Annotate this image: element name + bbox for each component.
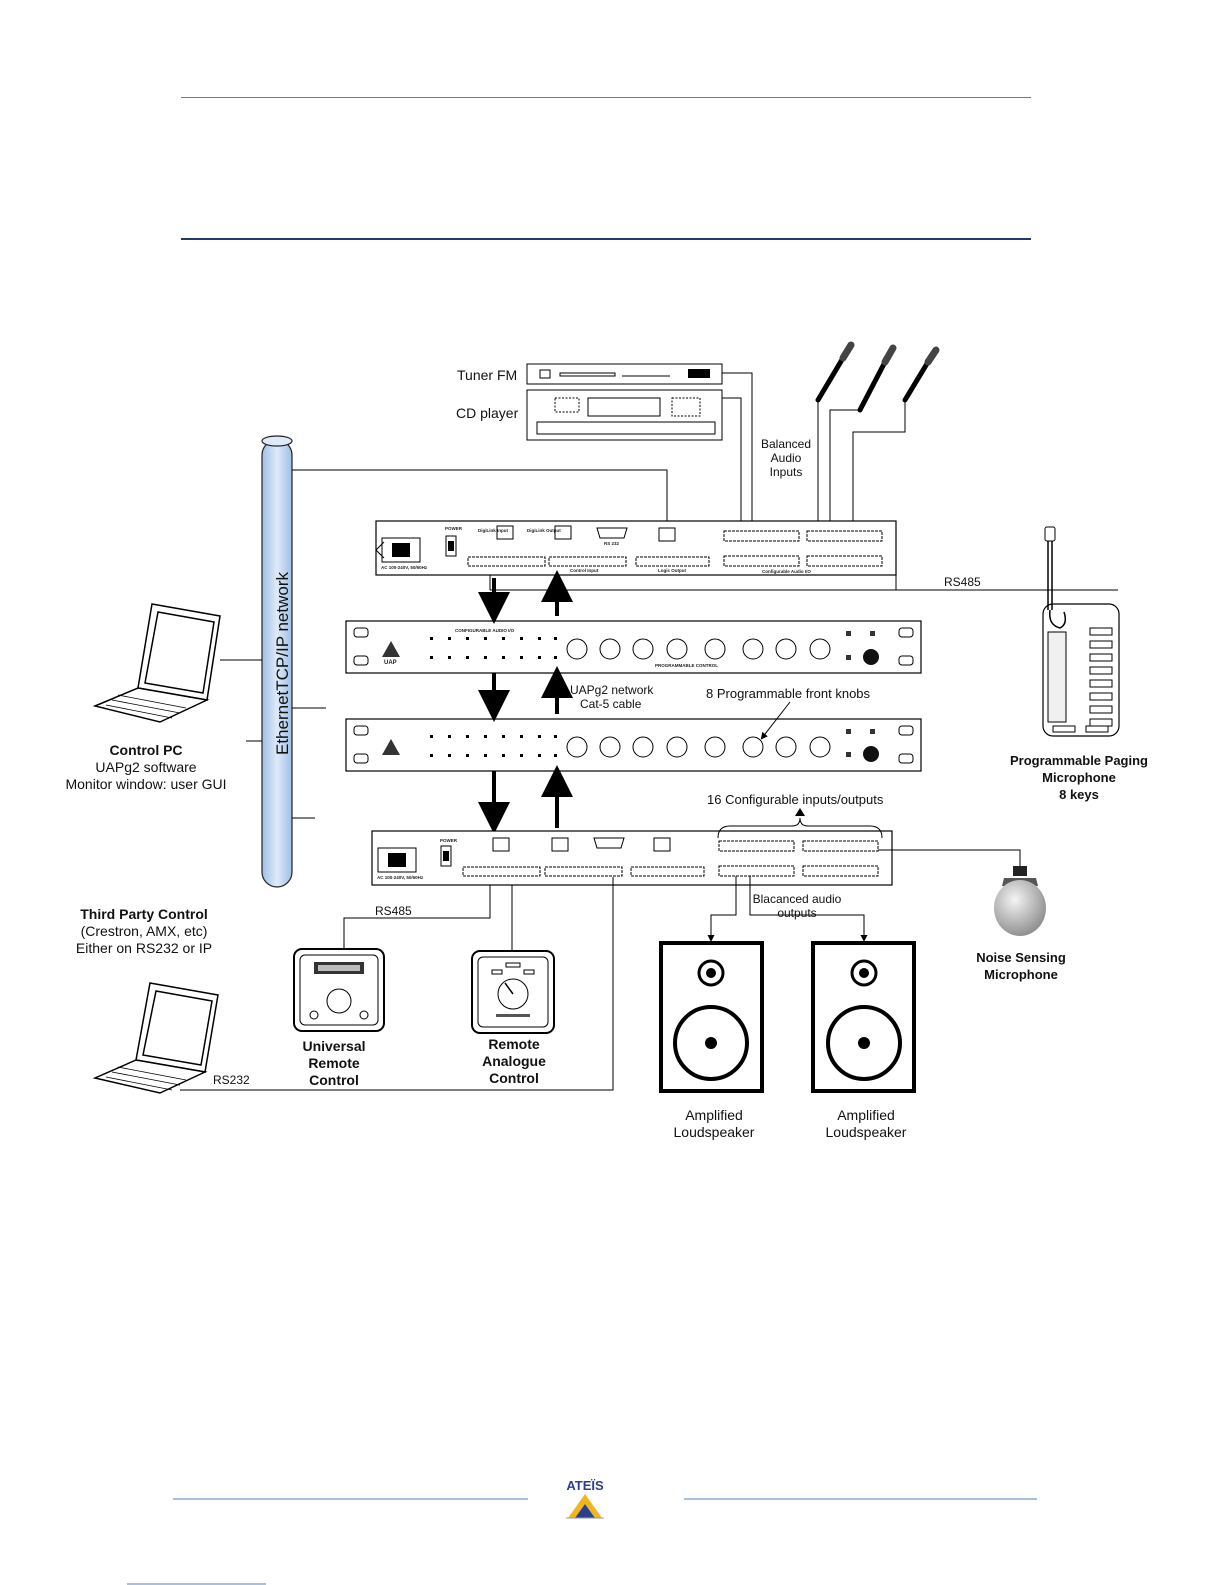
ethernet-network-label: EthernetTCP/IP network	[273, 572, 292, 755]
loudspeaker-icon	[659, 941, 764, 1093]
balanced-inputs-label-1: Balanced	[761, 437, 811, 451]
network-links	[220, 469, 668, 819]
uapg2-network-label-2: Cat-5 cable	[580, 697, 642, 711]
header-rule-bottom	[181, 238, 1031, 240]
db9-port-icon	[593, 837, 625, 849]
uapg2-network-arrows	[478, 570, 573, 834]
panel-ac-label-2: AC 100-240V, 50/60Hz	[377, 875, 424, 880]
db9-port-icon	[596, 527, 628, 539]
rj45-port-icon	[492, 837, 510, 852]
cd-player-label: CD player	[456, 405, 519, 421]
loudspeaker-icon	[811, 941, 916, 1093]
rj45-port-icon	[496, 525, 514, 540]
remote-analogue-device	[471, 950, 555, 1034]
rj45-port-icon	[554, 525, 572, 540]
universal-remote-line-2: Remote	[308, 1055, 360, 1071]
panel-logic-output-label: Logic Output	[658, 568, 686, 573]
balanced-inputs-label-3: Inputs	[770, 465, 803, 479]
paging-microphone-device	[1042, 526, 1120, 737]
third-party-laptop	[92, 982, 219, 1094]
configurable-io-brace	[717, 817, 883, 839]
balanced-outputs-label-2: outputs	[777, 906, 816, 920]
rs232-link	[180, 877, 614, 1091]
ateis-logo: ATEÏS	[566, 1478, 604, 1519]
third-party-title: Third Party Control	[80, 906, 208, 922]
balanced-outputs-label-1: Blacanced audio	[753, 892, 842, 906]
uap-front-panel-1: UAP CONFIGURABLE AUDIO I/O PROGRAMMABLE …	[345, 620, 922, 674]
tuner-fm-device: Tuner FM	[457, 363, 723, 385]
noise-mic-line-2: Microphone	[984, 967, 1058, 982]
ethernet-network-pipe: EthernetTCP/IP network	[261, 435, 293, 888]
speaker-1-line-1: Amplified	[685, 1107, 743, 1123]
audio-output-cables	[707, 876, 868, 942]
rs232-label: RS232	[213, 1073, 250, 1087]
front-prog-control-label: PROGRAMMABLE CONTROL	[655, 663, 718, 668]
paging-mic-line-2: Microphone	[1042, 770, 1116, 785]
paging-mic-line-3: 8 keys	[1059, 787, 1099, 802]
front-knobs-label: 8 Programmable front knobs	[706, 686, 871, 701]
third-party-line-2: (Crestron, AMX, etc)	[81, 923, 208, 939]
source-cables	[722, 372, 753, 527]
noise-sensing-mic-icon	[994, 866, 1046, 936]
gooseneck-microphones	[815, 341, 940, 527]
speaker-2-line-2: Loudspeaker	[826, 1124, 907, 1140]
control-pc-title: Control PC	[109, 742, 182, 758]
panel-power-label-2: POWER	[440, 838, 458, 843]
rs485-bottom-label: RS485	[375, 904, 412, 918]
panel-control-input-label: Control Input	[570, 568, 599, 573]
front-audio-io-label: CONFIGURABLE AUDIO I/O	[455, 628, 515, 633]
tuner-fm-label: Tuner FM	[457, 367, 517, 383]
rear-panel-bottom: AC 100-240V, 50/60Hz POWER	[371, 830, 893, 886]
rj45-port-icon	[551, 837, 569, 852]
configurable-io-label: 16 Configurable inputs/outputs	[707, 792, 884, 807]
panel-digilink-out-label: DigiLink Output	[527, 528, 561, 533]
remote-analogue-line-1: Remote	[488, 1036, 540, 1052]
uapg2-network-label-1: UAPg2 network	[570, 683, 654, 697]
panel-digilink-in-label: DigiLink Input	[478, 528, 508, 533]
rj45-port-icon	[658, 527, 676, 542]
noise-mic-line-1: Noise Sensing	[976, 950, 1066, 965]
microphone-icon	[852, 346, 940, 527]
rs485-top-label: RS485	[944, 575, 981, 589]
noise-mic-cable	[878, 849, 1021, 868]
balanced-inputs-label-2: Audio	[771, 451, 802, 465]
speaker-1-line-2: Loudspeaker	[674, 1124, 755, 1140]
paging-mic-title: Programmable Paging	[1010, 753, 1148, 768]
header-rule-top	[181, 97, 1031, 98]
control-pc-laptop	[92, 603, 221, 723]
third-party-line-3: Either on RS232 or IP	[76, 940, 212, 956]
panel-ac-label: AC 100-240V, 50/60Hz	[381, 565, 428, 570]
front-brand-label: UAP	[384, 660, 397, 666]
panel-power-label: POWER	[445, 526, 463, 531]
panel-rs232-label: RS 232	[604, 541, 620, 546]
speaker-2-line-1: Amplified	[837, 1107, 895, 1123]
remote-analogue-line-2: Analogue	[482, 1053, 546, 1069]
universal-remote-line-3: Control	[309, 1072, 359, 1088]
rj45-port-icon	[653, 837, 671, 852]
rs485-link-bottom	[343, 885, 491, 950]
control-pc-line-3: Monitor window: user GUI	[65, 776, 226, 792]
cd-player-device: CD player	[456, 389, 723, 441]
rear-panel-top: AC 100-240V, 50/60Hz POWER DigiLink Inpu…	[375, 520, 897, 576]
microphone-icon	[829, 344, 897, 527]
ateis-logo-text: ATEÏS	[566, 1478, 604, 1493]
remote-analogue-line-3: Control	[489, 1070, 539, 1086]
universal-remote-device	[293, 948, 385, 1032]
control-pc-line-2: UAPg2 software	[95, 759, 196, 775]
panel-audio-io-label: Configurable Audio I/O	[762, 569, 811, 574]
microphone-icon	[815, 341, 855, 527]
universal-remote-line-1: Universal	[302, 1038, 365, 1054]
uap-front-panel-2	[345, 718, 922, 772]
